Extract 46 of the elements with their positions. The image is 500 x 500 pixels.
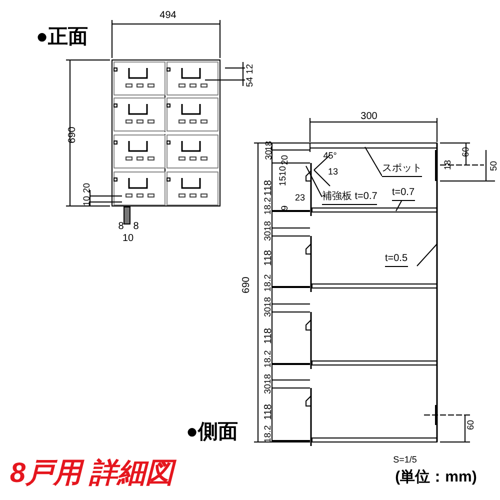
leader-note: t=0.5	[385, 252, 408, 267]
dimension-value: 10	[278, 166, 288, 176]
dimension-value: 18	[264, 221, 272, 231]
dimension-value: 118	[264, 180, 274, 196]
leader-note: t=0.7	[392, 186, 415, 201]
leader-line	[416, 244, 438, 266]
leader-line	[396, 200, 402, 212]
dimension-value: 118	[264, 404, 274, 420]
view-heading: ●正面	[36, 27, 88, 47]
leader-line	[364, 146, 382, 176]
dimension-value: 118	[264, 328, 274, 344]
dimension-value: 30	[264, 384, 272, 394]
dimension-value: 54	[246, 77, 254, 87]
dimension-value: 118	[264, 250, 274, 266]
dimension-value: 60	[466, 420, 476, 430]
dimension-value: 18	[264, 374, 272, 384]
dimension-value: 18.2	[264, 274, 272, 292]
dimension-value: 18.2	[264, 425, 272, 443]
dimension-value: 8	[133, 222, 139, 232]
leader-line	[306, 166, 322, 198]
dimension-value: 13	[328, 168, 338, 176]
dimension-value: 494	[160, 11, 176, 21]
dimension-value: 690	[242, 276, 252, 294]
dimension-value: 18.2	[264, 197, 272, 215]
dimension-value: 18	[264, 297, 272, 307]
dimension-value: 45°	[323, 152, 337, 160]
dimension-value: 10	[122, 234, 134, 244]
dimension-value: 20	[82, 183, 92, 193]
dimension-value: 12	[246, 64, 254, 74]
dimension-value: 30	[264, 231, 272, 241]
dimension-value: S=1/5	[393, 456, 417, 464]
dimension-value: 30	[264, 150, 274, 160]
dimension-value: 9	[280, 206, 290, 210]
dimension-value: 18.2	[264, 350, 272, 368]
dimension-value: 50	[490, 161, 498, 171]
unit-note: (単位：mm)	[395, 470, 477, 484]
leader-note: スポット	[382, 162, 422, 177]
leader-note: 補強板 t=0.7	[322, 190, 378, 205]
dimension-value: 15	[278, 176, 288, 186]
view-heading: ●側面	[186, 422, 238, 442]
dimension-value: 10	[82, 196, 92, 206]
dimension-value: 23	[295, 194, 305, 202]
dimension-value: 30	[264, 307, 272, 317]
dimension-value: 300	[360, 112, 378, 122]
dimension-value: 18	[444, 160, 452, 170]
dimension-value: 8	[118, 222, 124, 232]
